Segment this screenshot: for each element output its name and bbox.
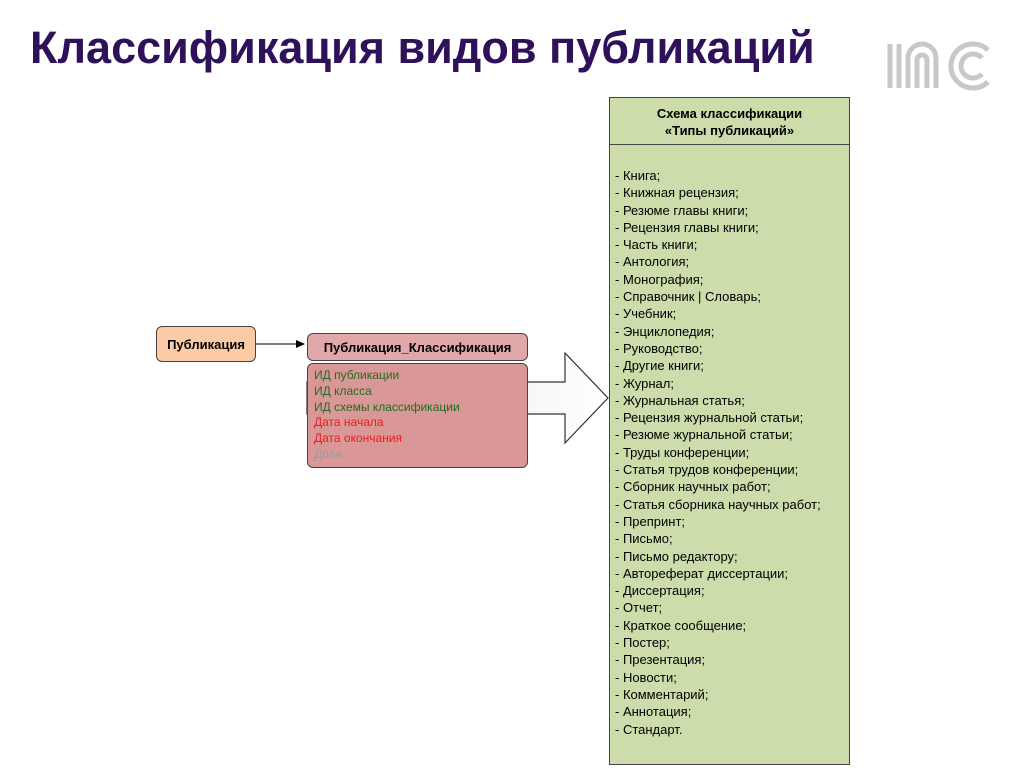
publication-type-item: - Автореферат диссертации; (615, 565, 789, 581)
publication-type-list: - Книга; - Книжная рецензия;- Резюме глав… (610, 145, 849, 738)
publication-type-item: - Журнальная статья; (615, 392, 745, 408)
classification-scheme-box: Схема классификации «Типы публикаций» - … (609, 97, 850, 765)
scheme-subtitle: «Типы публикаций» (664, 123, 795, 138)
publication-type-item: - Новости; (615, 669, 677, 685)
publication-type-item: - Справочник | Словарь; (615, 289, 761, 305)
field-end-date: Дата окончания (314, 431, 403, 446)
publication-type-item: - Труды конференции; (615, 444, 750, 460)
publication-type-item: - Письмо редактору; (615, 548, 738, 564)
publication-type-item: - Комментарий; (615, 686, 709, 702)
publication-type-item: - Журнал; (615, 375, 674, 391)
publication-type-item: - Стандарт. (615, 721, 683, 737)
publication-type-item: - Постер; (615, 635, 670, 651)
company-logo (887, 41, 990, 91)
slide-title: Классификация видов публикаций (30, 22, 815, 73)
publication-type-item: - Презентация; (615, 652, 706, 668)
publication-type-item: - Резюме журнальной статьи; (615, 427, 793, 443)
publication-type-item: - Диссертация; (615, 583, 705, 599)
classification-entity-header: Публикация_Классификация (307, 333, 528, 361)
publication-type-item: - Книжная рецензия; (615, 185, 739, 201)
publication-entity-label: Публикация (167, 336, 245, 352)
publication-type-item: - Монография; (615, 271, 704, 287)
publication-type-item: - Рецензия главы книги; (615, 219, 759, 235)
publication-type-item: - Книга; (615, 168, 661, 183)
scheme-header: Схема классификации «Типы публикаций» (610, 98, 849, 145)
publication-type-item: - Антология; (615, 254, 690, 270)
publication-type-item: - Рецензия журнальной статьи; (615, 410, 804, 426)
publication-type-item: - Энциклопедия; (615, 323, 715, 339)
publication-type-item: - Краткое сообщение; (615, 617, 747, 633)
publication-type-item: - Препринт; (615, 513, 686, 529)
field-scheme-id: ИД схемы классификации (314, 399, 460, 414)
publication-type-item: - Резюме главы книги; (615, 202, 749, 218)
publication-type-item: - Сборник научных работ; (615, 479, 771, 495)
publication-type-item: - Статья сборника научных работ; (615, 496, 821, 512)
publication-type-item: - Другие книги; (615, 358, 704, 374)
classification-entity-fields: ИД публикации ИД класса ИД схемы классиф… (307, 363, 528, 468)
publication-type-item: - Статья трудов конференции; (615, 462, 799, 478)
field-publication-id: ИД публикации (314, 368, 400, 382)
publication-type-item: - Письмо; (615, 531, 673, 547)
field-share: Доля (314, 446, 343, 461)
field-class-id: ИД класса (314, 383, 372, 398)
publication-type-item: - Руководство; (615, 340, 703, 356)
publication-type-item: - Учебник; (615, 306, 677, 322)
classification-entity-title: Публикация_Классификация (323, 339, 512, 355)
publication-type-item: - Часть книги; (615, 237, 698, 253)
publication-entity: Публикация (156, 326, 256, 362)
scheme-title: Схема классификации (656, 106, 803, 121)
field-start-date: Дата начала (314, 415, 384, 430)
publication-type-item: - Отчет; (615, 600, 663, 616)
publication-type-item: - Аннотация; (615, 704, 692, 720)
